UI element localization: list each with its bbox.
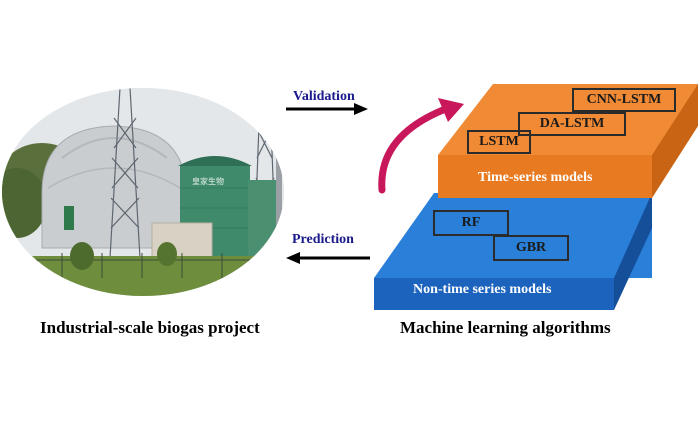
prediction-label: Prediction — [292, 232, 354, 247]
model-label: CNN-LSTM — [586, 92, 662, 107]
left-caption: Industrial-scale biogas project — [40, 318, 260, 337]
model-label: RF — [461, 215, 481, 230]
time-series-layer-top — [438, 84, 698, 155]
model-label: LSTM — [479, 134, 519, 149]
biogas-plant-photo: 皇家生物 — [2, 88, 284, 296]
curved-arrow — [378, 104, 452, 194]
model-box-cnn-lstm: CNN-LSTM — [572, 88, 676, 112]
right-caption: Machine learning algorithms — [400, 318, 611, 337]
biogas-plant-illustration: 皇家生物 — [2, 88, 284, 296]
model-box-gbr: GBR — [493, 235, 569, 261]
model-box-rf: RF — [433, 210, 509, 236]
model-box-lstm: LSTM — [467, 130, 531, 154]
prediction-arrow — [286, 252, 370, 264]
non-time-series-layer-side — [614, 193, 652, 310]
non-time-series-layer-front — [374, 278, 614, 310]
validation-arrow — [286, 103, 368, 115]
time-series-layer-front — [438, 155, 652, 198]
model-box-da-lstm: DA-LSTM — [518, 112, 626, 136]
validation-label: Validation — [293, 89, 355, 104]
model-label: GBR — [515, 240, 547, 255]
time-series-layer-label: Time-series models — [478, 170, 593, 185]
model-label: DA-LSTM — [539, 116, 605, 131]
non-time-series-layer-label: Non-time series models — [413, 282, 552, 297]
curved-arrow-head — [438, 98, 464, 122]
tank-signage: 皇家生物 — [192, 176, 224, 186]
time-series-layer-side — [652, 84, 698, 198]
